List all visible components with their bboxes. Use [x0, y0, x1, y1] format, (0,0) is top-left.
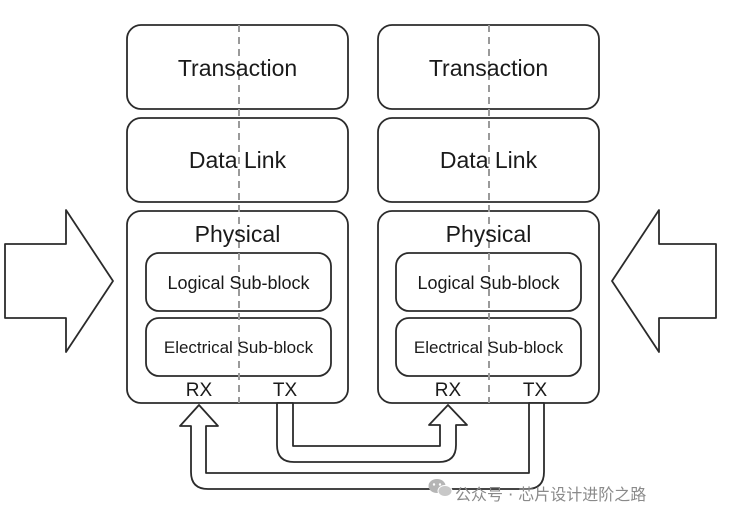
tx-label-right: TX: [523, 380, 548, 401]
tx-left-to-rx-right-link: [276, 402, 468, 463]
wechat-icon: [428, 479, 453, 497]
watermark: 公众号 · 芯片设计进阶之路: [428, 479, 646, 504]
logical-sub-block-label-left: Logical Sub-block: [167, 273, 310, 293]
stack-right: Transaction Data Link Physical Logical S…: [377, 24, 600, 404]
data-link-layer-left: [126, 117, 349, 203]
left-input-arrow: [4, 209, 114, 353]
tx-label-left: TX: [273, 380, 298, 401]
data-link-label-right: Data Link: [440, 147, 538, 173]
rx-label-right: RX: [435, 380, 462, 401]
electrical-sub-block-label-left: Electrical Sub-block: [164, 338, 314, 357]
transaction-label-right: Transaction: [429, 55, 548, 81]
logical-sub-block-label-right: Logical Sub-block: [417, 273, 560, 293]
data-link-label-left: Data Link: [189, 147, 287, 173]
electrical-sub-block-label-right: Electrical Sub-block: [414, 338, 564, 357]
stack-left: Transaction Data Link Physical Logical S…: [126, 24, 349, 404]
rx-label-left: RX: [186, 380, 213, 401]
right-input-arrow: [611, 209, 717, 353]
physical-label-right: Physical: [446, 221, 532, 247]
physical-label-left: Physical: [195, 221, 281, 247]
watermark-text: 公众号 · 芯片设计进阶之路: [455, 485, 646, 504]
transaction-layer-left: [126, 24, 349, 110]
transaction-label-left: Transaction: [178, 55, 297, 81]
tx-right-to-rx-left-link: [179, 402, 545, 490]
